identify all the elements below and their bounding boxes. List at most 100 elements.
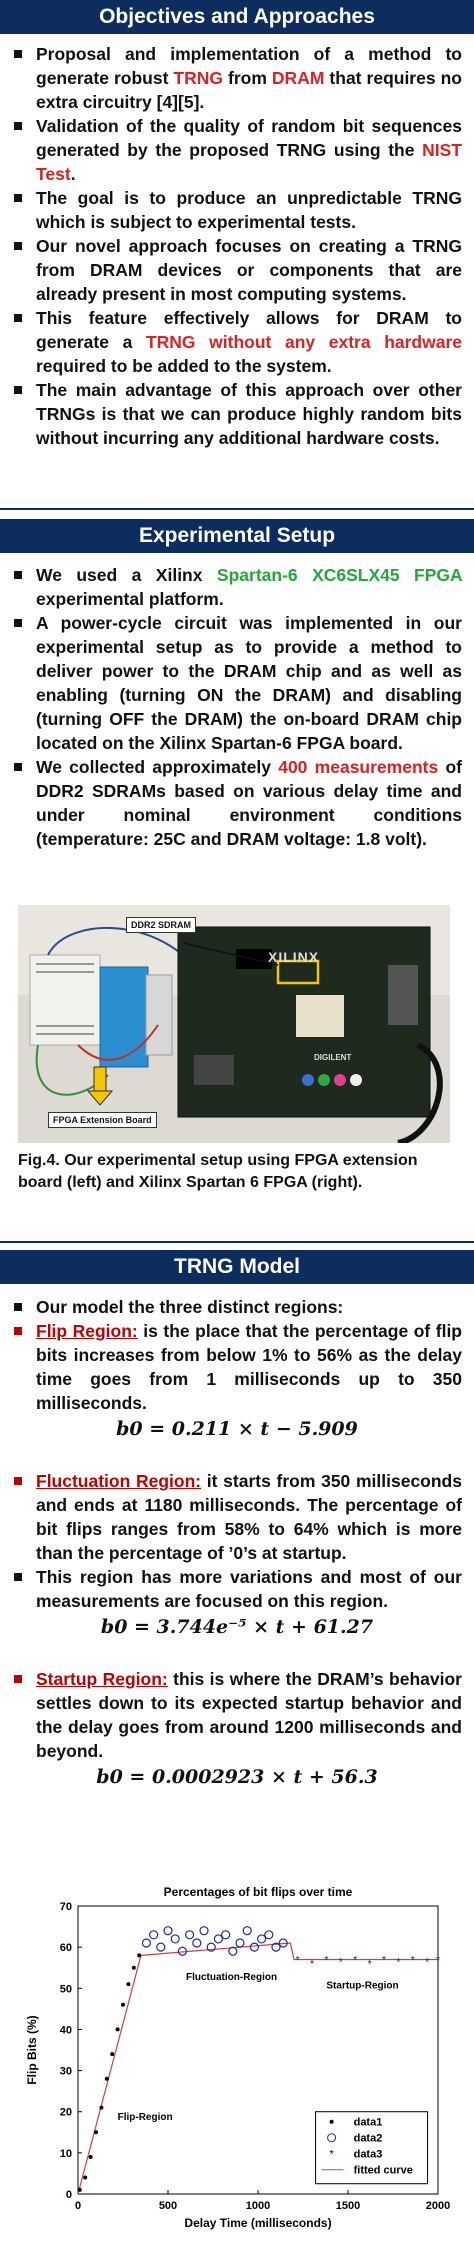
x-tick-label: 2000 bbox=[426, 2200, 450, 2212]
data3-point: * bbox=[382, 1954, 387, 1966]
data2-point bbox=[177, 1946, 187, 1956]
objectives-bullet-2: Validation of the quality of random bit … bbox=[0, 114, 474, 186]
data2-point bbox=[278, 1938, 288, 1948]
data2-point bbox=[264, 1930, 274, 1940]
data2-point bbox=[257, 1934, 267, 1944]
legend-label: fitted curve bbox=[354, 2165, 413, 2177]
data3-point: * bbox=[324, 1954, 329, 1966]
model-intro: Our model the three distinct regions: bbox=[0, 1295, 474, 1319]
x-tick-label: 500 bbox=[159, 2200, 177, 2212]
data2-point bbox=[163, 1926, 173, 1936]
legend-marker: * bbox=[329, 2149, 334, 2161]
y-axis-label: Flip Bits (%) bbox=[25, 2015, 39, 2084]
setup-photo: DDR2 SDRAM XILINX DIGILENT FPGA Extensio… bbox=[18, 905, 450, 1146]
flip-equation: b0 = 0.211 × t − 5.909 bbox=[116, 1418, 358, 1440]
setup-bullet-3: We collected approximately 400 measureme… bbox=[0, 755, 474, 851]
setup-bullet-1: We used a Xilinx Spartan-6 XC6SLX45 FPGA… bbox=[0, 563, 474, 611]
series-fitted-curve bbox=[77, 1942, 438, 2195]
y-tick-label: 40 bbox=[60, 2024, 72, 2036]
legend-marker bbox=[327, 2133, 337, 2143]
data2-point bbox=[192, 1938, 202, 1948]
photo-brand-xilinx: XILINX bbox=[268, 949, 320, 965]
data3-point: * bbox=[436, 1954, 441, 1966]
data2-point bbox=[213, 1934, 223, 1944]
data1-point bbox=[137, 1953, 142, 1958]
legend-box bbox=[315, 2111, 429, 2185]
objectives-bullet-3: The goal is to produce an unpredictable … bbox=[0, 186, 474, 234]
objectives-bullet-5: This feature effectively allows for DRAM… bbox=[0, 306, 474, 378]
fluctuation-region-bullet: Fluctuation Region: it starts from 350 m… bbox=[0, 1469, 474, 1565]
data1-point bbox=[99, 2105, 104, 2110]
data3-point: * bbox=[353, 1954, 358, 1966]
data3-point: * bbox=[425, 1957, 430, 1969]
x-tick-label: 0 bbox=[75, 2200, 81, 2212]
startup-region-bullet: Startup Region: this is where the DRAM’s… bbox=[0, 1667, 474, 1763]
model-section: Our model the three distinct regions: Fl… bbox=[0, 1295, 474, 1791]
data2-point bbox=[228, 1946, 238, 1956]
y-tick-label: 60 bbox=[60, 1942, 72, 1954]
model-header: TRNG Model bbox=[0, 1250, 474, 1284]
figure-caption: Fig.4. Our experimental setup using FPGA… bbox=[18, 1152, 418, 1191]
data3-point: * bbox=[411, 1954, 416, 1966]
data2-point bbox=[235, 1938, 245, 1948]
y-tick-label: 10 bbox=[60, 2148, 72, 2160]
x-tick-label: 1000 bbox=[246, 2200, 270, 2212]
data2-point bbox=[170, 1934, 180, 1944]
annotation-flip: Flip-Region bbox=[118, 2112, 173, 2123]
model-title: TRNG Model bbox=[174, 1255, 300, 1278]
fluctuation-equation: b0 = 3.744e⁻⁵ × t + 61.27 bbox=[100, 1616, 374, 1638]
y-tick-label: 70 bbox=[60, 1901, 72, 1913]
chart-title: Percentages of bit flips over time bbox=[164, 1885, 353, 1899]
photo-label-extension: FPGA Extension Board bbox=[48, 1112, 157, 1128]
photo-label-ddr2: DDR2 SDRAM bbox=[126, 917, 197, 933]
y-tick-label: 20 bbox=[60, 2107, 72, 2119]
objectives-title: Objectives and Approaches bbox=[99, 5, 375, 28]
data3-point: * bbox=[367, 1959, 372, 1971]
photo-brand-digilent: DIGILENT bbox=[314, 1053, 352, 1062]
data1-point bbox=[88, 2154, 93, 2159]
y-tick-label: 0 bbox=[66, 2189, 72, 2201]
objectives-bullet-6: The main advantage of this approach over… bbox=[0, 378, 474, 450]
legend-marker bbox=[329, 2119, 334, 2124]
data2-point bbox=[149, 1930, 159, 1940]
data1-point bbox=[115, 2027, 120, 2032]
setup-bullet-2: A power-cycle circuit was implemented in… bbox=[0, 611, 474, 755]
legend-label: data1 bbox=[354, 2117, 383, 2129]
setup-photo-illustration bbox=[18, 905, 450, 1146]
data2-point bbox=[156, 1942, 166, 1952]
objectives-header: Objectives and Approaches bbox=[0, 0, 474, 34]
startup-equation: b0 = 0.0002923 × t + 56.3 bbox=[96, 1766, 378, 1788]
data2-point bbox=[249, 1942, 259, 1952]
data1-point bbox=[121, 2002, 125, 2007]
data3-point: * bbox=[310, 1959, 315, 1971]
legend-label: data2 bbox=[354, 2133, 383, 2145]
annotation-startup: Startup-Region bbox=[326, 1980, 398, 1991]
setup-header: Experimental Setup bbox=[0, 519, 474, 553]
data1-point bbox=[126, 1982, 131, 1987]
data2-point bbox=[206, 1942, 216, 1952]
data1-point bbox=[110, 2052, 115, 2057]
data2-point bbox=[271, 1942, 281, 1952]
data3-point: * bbox=[396, 1957, 401, 1969]
y-tick-label: 30 bbox=[60, 2066, 72, 2078]
legend-label: data3 bbox=[354, 2149, 383, 2161]
y-tick-label: 50 bbox=[60, 1983, 72, 1995]
flip-region-bullet: Flip Region: is the place that the perce… bbox=[0, 1319, 474, 1415]
x-tick-label: 1500 bbox=[336, 2200, 360, 2212]
data1-point bbox=[83, 2175, 88, 2180]
data1-point bbox=[131, 1965, 136, 1970]
setup-title: Experimental Setup bbox=[138, 524, 336, 547]
annotation-fluctuation: Fluctuation-Region bbox=[186, 1972, 277, 1983]
section-divider bbox=[0, 508, 474, 510]
data2-point bbox=[141, 1938, 151, 1948]
section-divider-2 bbox=[0, 1241, 474, 1243]
objectives-bullet-4: Our novel approach focuses on creating a… bbox=[0, 234, 474, 306]
data1-point bbox=[104, 2076, 109, 2081]
data1-point bbox=[77, 2187, 82, 2192]
objectives-bullet-1: Proposal and implementation of a method … bbox=[0, 42, 474, 114]
data2-point bbox=[242, 1926, 252, 1936]
data2-point bbox=[221, 1930, 231, 1940]
data2-point bbox=[199, 1926, 209, 1936]
setup-section: We used a Xilinx Spartan-6 XC6SLX45 FPGA… bbox=[0, 563, 474, 851]
